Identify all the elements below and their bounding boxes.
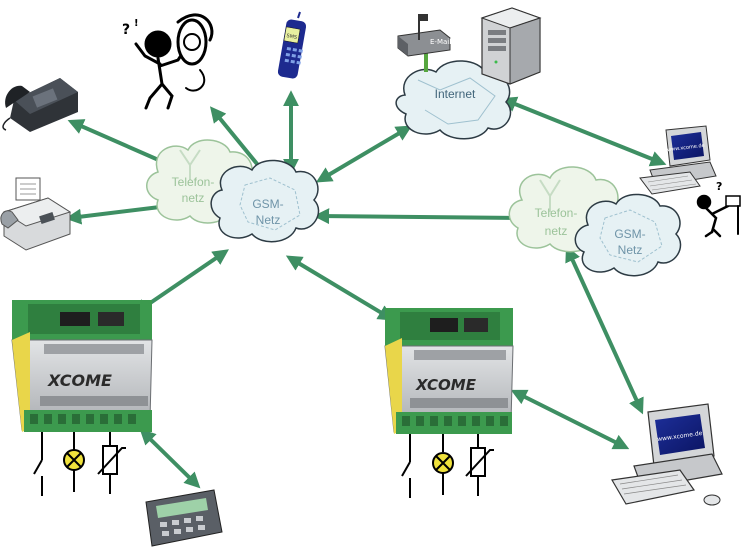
mailbox-sign-text: E-Mail	[430, 38, 451, 46]
svg-text:!: !	[134, 18, 139, 29]
telephone-icon	[2, 78, 78, 132]
telefonnetz-right-label-1: Telefon-	[535, 206, 578, 220]
monitor-top-screen-text: www.xcome.de	[667, 143, 705, 154]
xcome-right-brand: XCOME	[415, 376, 477, 394]
lamp-symbol-icon-left	[63, 432, 85, 492]
xcome-module-left: XCOME	[11, 300, 153, 432]
stressed-person-phone-icon: ? !	[122, 13, 214, 110]
mobile-phone-screen-text: SMS	[286, 33, 298, 41]
gsm-center-label-1: GSM-	[252, 197, 283, 211]
resistor-symbol-icon-right	[465, 434, 494, 496]
gsm-cloud-right: GSM- Netz	[574, 193, 682, 277]
arrow-telefonnetz-to-telephone	[67, 119, 171, 167]
xcome-module-right: XCOME	[384, 308, 514, 434]
gsm-right-label-2: Netz	[618, 243, 643, 257]
svg-text:?: ?	[716, 180, 722, 193]
gsm-right-label-1: GSM-	[614, 227, 645, 241]
arrow-gsm-right-to-gsm-center	[313, 208, 521, 225]
resistor-symbol-icon-left	[97, 432, 126, 494]
mobile-phone-icon: SMS	[277, 11, 307, 79]
arrow-xcome-left-terminal	[139, 428, 201, 489]
switch-symbol-icon-left	[33, 432, 43, 496]
arrow-xcome-right-computer	[510, 389, 630, 450]
arrow-gsm-to-stressed-person	[209, 106, 264, 172]
switch-symbol-icon-right	[401, 434, 411, 498]
control-terminal-icon	[145, 489, 223, 547]
telefonnetz-left-label-2: netz	[182, 191, 205, 205]
person-mailbox-icon: ?	[696, 180, 741, 238]
internet-cloud: Internet	[395, 60, 512, 140]
arrow-telefonnetz-to-fax	[65, 205, 161, 225]
arrow-internet-computer	[500, 96, 667, 167]
server-tower-icon	[480, 7, 542, 85]
gsm-cloud-center: GSM- Netz	[210, 159, 320, 243]
connection-arrows	[65, 90, 667, 489]
fax-icon	[0, 177, 72, 251]
mailbox-icon: E-Mail	[397, 14, 451, 72]
arrow-gsm-xcome-right	[285, 255, 395, 321]
telefonnetz-left-label-1: Telefon-	[172, 175, 215, 189]
gsm-center-label-2: Netz	[256, 213, 281, 227]
computer-icon-top: www.xcome.de	[639, 125, 717, 195]
telefonnetz-right-label-2: netz	[545, 224, 568, 238]
computer-icon-bottom: www.xcome.de	[611, 403, 723, 506]
arrow-telefonnetz-right-computer	[565, 245, 644, 415]
xcome-left-brand: XCOME	[47, 371, 112, 390]
arrow-gsm-internet	[315, 125, 413, 183]
svg-text:?: ?	[122, 22, 130, 38]
internet-label: Internet	[435, 87, 476, 101]
lamp-symbol-icon-right	[432, 434, 454, 495]
